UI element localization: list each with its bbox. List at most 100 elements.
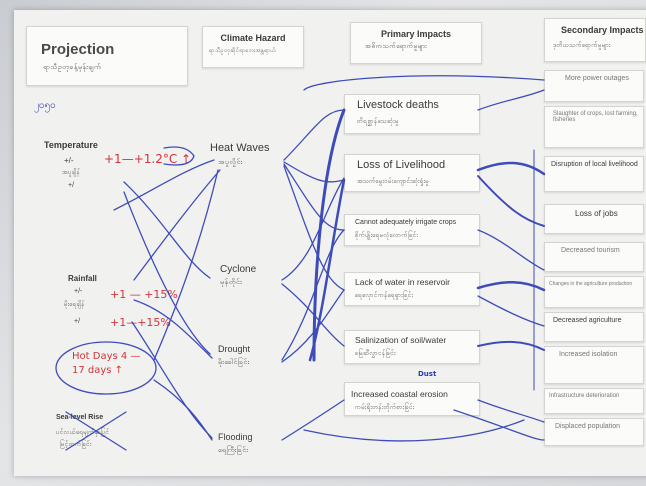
sea-level-cross	[65, 411, 127, 451]
secondary-header: Secondary Impacts	[561, 25, 644, 35]
ink-arrow	[477, 399, 545, 423]
ink-arrow	[283, 109, 345, 161]
ink-arrow	[123, 191, 211, 355]
handwritten-year: ၂၀၅၀	[34, 100, 56, 111]
hazard-header-card: Climate Hazard ရာသီဥတုဆိုင်ရာဘေးအန္တရာယ်	[202, 26, 304, 68]
hot-days-note: Hot Days 4 — 17 days ↑	[72, 351, 141, 376]
rainfall-pm: +/-	[74, 288, 83, 295]
ink-arrow	[477, 89, 545, 111]
dust-note: Dust	[418, 370, 437, 378]
primary-livestock: Livestock deaths တိရစ္ဆာန်သေဆုံးမှု	[344, 94, 480, 134]
hazard-label: Drought	[218, 344, 251, 354]
primary-header: Primary Impacts	[380, 29, 452, 39]
secondary-item: Decreased tourism	[544, 242, 644, 272]
ink-arrow	[476, 161, 546, 176]
hazard-label: Cyclone	[220, 264, 257, 275]
hazard-label: Heat Waves	[210, 142, 270, 154]
ink-arrow	[283, 161, 345, 183]
sea-level-my2: မြင့်တက်ခြင်း	[60, 442, 92, 448]
secondary-item: Decreased agriculture	[544, 312, 644, 342]
ink-arrow	[312, 108, 346, 362]
primary-erosion: Increased coastal erosion ကမ်းရိုးတန်းတိ…	[344, 382, 480, 416]
rainfall-note-1: +1 — +15%	[110, 288, 178, 301]
ink-arrow	[308, 178, 346, 362]
hazard-label-my: ရေကြီးခြင်း	[218, 447, 249, 454]
sea-level-label: Sea-level Rise	[56, 414, 104, 421]
ink-arrow	[303, 75, 545, 91]
hazard-cyclone: Cyclone မုန်တိုင်း	[212, 260, 282, 296]
primary-label: Cannot adequately irrigate crops	[355, 219, 457, 226]
ink-arrow	[281, 229, 345, 361]
ink-arrow	[283, 163, 345, 231]
primary-label-my: ကမ်းရိုးတန်းတိုက်စားခြင်း	[355, 405, 415, 411]
primary-label: Increased coastal erosion	[351, 389, 448, 399]
temp-circle	[163, 146, 195, 166]
primary-livelihood: Loss of Livelihood အသက်မွေးဝမ်းကျောင်းဆု…	[344, 154, 480, 192]
primary-label-my: အသက်မွေးဝမ်းကျောင်းဆုံးရှုံးမှု	[357, 179, 430, 185]
projection-card: Projection ရာသီဥတုခန့်မှန်းချက်	[26, 26, 188, 86]
ink-arrow	[133, 299, 213, 359]
secondary-item: More power outages	[544, 70, 644, 102]
ink-arrow	[476, 280, 546, 292]
ink-arrow	[153, 379, 213, 441]
ink-arrow	[477, 295, 545, 327]
secondary-item: Disruption of local livelihood	[544, 156, 644, 192]
temperature-note: +1—+1.2°C ↑	[104, 152, 192, 166]
ink-arrow	[123, 181, 211, 279]
ink-arrow	[453, 409, 545, 441]
secondary-item: Displaced population	[544, 418, 644, 446]
secondary-list: More power outages Slaughter of crops, l…	[544, 70, 644, 450]
primary-reservoir: Lack of water in reservoir ရေလှောင်ကန်ရေ…	[344, 272, 480, 306]
rainfall-my: မိုးရေချိန်	[64, 302, 86, 308]
rainfall-note-2: +1—+15%	[110, 316, 171, 329]
ink-arrow	[281, 283, 345, 347]
temperature-sym: +/	[68, 182, 75, 189]
temperature-my: အပူချိန်	[62, 170, 81, 176]
sea-level-block: Sea-level Rise ပင်လယ်ရေမျက်နှာပြင် မြင့်…	[50, 412, 140, 458]
secondary-item: Slaughter of crops, lost farming, fisher…	[544, 106, 644, 148]
secondary-item: Infrastructure deterioration	[544, 388, 644, 414]
hazard-drought: Drought မိုးခေါင်ခြင်း	[210, 340, 280, 376]
primary-label: Salinization of soil/water	[355, 335, 447, 345]
primary-label-my: စိုက်ပျိုးရေမလုံလောက်ခြင်း	[355, 233, 419, 239]
primary-salinization: Salinization of soil/water မြေဆီလွှာငန်ခ…	[344, 330, 480, 364]
temperature-pm: +/-	[64, 156, 74, 165]
ink-arrow	[113, 159, 215, 211]
hazard-heat-waves: Heat Waves အပူလှိုင်း	[200, 138, 288, 178]
primary-label: Lack of water in reservoir	[355, 277, 450, 287]
hazard-label-my: မုန်တိုင်း	[220, 279, 243, 286]
projection-subtitle: ရာသီဥတုခန့်မှန်းချက်	[43, 64, 102, 71]
ink-arrow	[131, 321, 213, 439]
hazard-label-my: အပူလှိုင်း	[218, 159, 243, 166]
ink-arrows-overlay	[55, 75, 546, 451]
hazard-header: Climate Hazard	[220, 33, 286, 43]
ink-arrow	[281, 399, 345, 441]
ink-arrow	[133, 169, 221, 281]
ink-arrow	[477, 175, 545, 227]
hazard-header-my: ရာသီဥတုဆိုင်ရာဘေးအန္တရာယ်	[209, 48, 277, 54]
rainfall-sym: +/	[74, 318, 81, 325]
hazard-label: Flooding	[218, 432, 253, 442]
temperature-card: Temperature +/- အပူချိန် +/	[34, 130, 124, 190]
temperature-label: Temperature	[44, 140, 98, 150]
primary-label: Loss of Livelihood	[357, 159, 446, 171]
primary-header-my: အဓိကသက်ရောက်မှုများ	[365, 43, 428, 50]
projection-title: Projection	[41, 41, 115, 58]
ink-arrow	[281, 177, 345, 281]
secondary-header-my: ဒုတိယသက်ရောက်မှုများ	[553, 43, 611, 49]
primary-label-my: ရေလှောင်ကန်ရေရှားခြင်း	[355, 293, 414, 299]
ink-arrow	[477, 340, 545, 351]
primary-label: Livestock deaths	[357, 99, 439, 111]
rainfall-card: Rainfall +/- မိုးရေချိန် +/	[54, 268, 134, 338]
secondary-item: Increased isolation	[544, 346, 644, 384]
primary-label-my: မြေဆီလွှာငန်ခြင်း	[355, 351, 396, 357]
secondary-item: Changes in the agriculture production	[544, 276, 644, 308]
primary-header-card: Primary Impacts အဓိကသက်ရောက်မှုများ	[350, 22, 482, 64]
rainfall-label: Rainfall	[68, 274, 97, 283]
secondary-header-card: Secondary Impacts ဒုတိယသက်ရောက်မှုများ	[544, 18, 646, 62]
hazard-label-my: မိုးခေါင်ခြင်း	[218, 359, 250, 366]
sea-level-my: ပင်လယ်ရေမျက်နှာပြင်	[56, 430, 110, 436]
whiteboard-poster: Projection ရာသီဥတုခန့်မှန်းချက် ၂၀၅၀ Tem…	[14, 10, 646, 476]
ink-arrow	[303, 419, 525, 442]
